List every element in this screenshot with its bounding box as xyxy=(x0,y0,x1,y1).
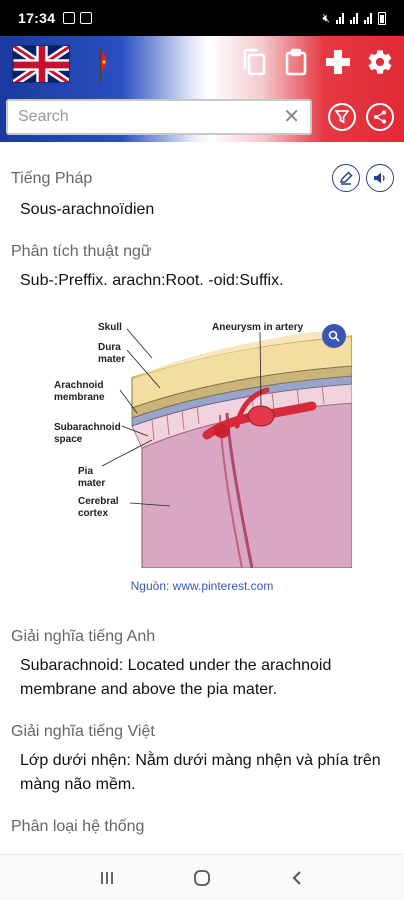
status-time: 17:34 xyxy=(18,10,56,26)
vietnamese-def-text: Lớp dưới nhện: Nằm dưới màng nhện và phí… xyxy=(20,752,381,793)
french-label: Tiếng Pháp xyxy=(11,170,93,187)
recent-apps-icon[interactable] xyxy=(93,864,121,892)
french-term: Sous-arachnoïdien xyxy=(20,201,155,218)
label-pia: Pia mater xyxy=(78,466,106,489)
cell-signal-2-icon xyxy=(364,12,372,24)
notification-icons xyxy=(63,12,93,24)
label-subarachnoid: Subarachnoid space xyxy=(54,422,121,445)
app-header: ✕ xyxy=(0,36,404,142)
english-def-text: Subarachnoid: Located under the arachnoi… xyxy=(20,657,332,698)
clear-icon[interactable]: ✕ xyxy=(283,106,300,128)
speaker-icon[interactable] xyxy=(366,164,394,192)
gamepad-icon[interactable] xyxy=(324,48,352,76)
system-nav-bar xyxy=(0,854,404,900)
system-icons: 🔇︎ xyxy=(322,11,386,26)
back-icon[interactable] xyxy=(283,864,311,892)
label-skull: Skull xyxy=(98,322,122,333)
copy-icon[interactable] xyxy=(240,48,268,76)
classification-label: Phân loại hệ thống xyxy=(11,818,145,835)
label-dura: Dura mater xyxy=(98,342,126,365)
status-bar: 17:34 🔇︎ xyxy=(0,0,404,36)
battery-icon xyxy=(378,11,386,25)
english-def-label: Giải nghĩa tiếng Anh xyxy=(11,628,156,645)
home-icon[interactable] xyxy=(188,864,216,892)
vietnamese-def-label: Giải nghĩa tiếng Việt xyxy=(11,723,155,740)
label-arachnoid: Arachnoid membrane xyxy=(54,380,105,403)
app-notification-icon xyxy=(80,12,93,24)
search-input[interactable] xyxy=(18,108,284,126)
uk-flag-icon[interactable] xyxy=(12,45,70,83)
share-icon[interactable] xyxy=(366,103,394,131)
entry-content: Tiếng Pháp Sous-arachnoïdien Phân tích t… xyxy=(0,142,404,854)
anatomy-illustration: Skull Dura mater Arachnoid membrane Suba… xyxy=(52,318,353,569)
cell-signal-icon xyxy=(350,12,358,24)
term-analysis-text: Sub-:Preffix. arachn:Root. -oid:Suffix. xyxy=(20,272,284,289)
label-aneurysm: Aneurysm in artery xyxy=(212,322,304,333)
image-source-caption[interactable]: Nguồn: www.pinterest.com xyxy=(130,579,274,593)
search-bar: ✕ xyxy=(6,99,312,135)
mute-icon: 🔇︎ xyxy=(322,10,330,25)
gear-icon[interactable] xyxy=(366,48,394,76)
header-actions xyxy=(240,48,394,76)
label-cortex: Cerebral cortex xyxy=(78,496,119,519)
vietnam-flag-icon[interactable] xyxy=(94,46,108,84)
image-notification-icon xyxy=(63,12,76,24)
filter-icon[interactable] xyxy=(328,103,356,131)
wifi-signal-icon xyxy=(336,12,344,24)
edit-icon[interactable] xyxy=(332,164,360,192)
zoom-icon[interactable] xyxy=(322,324,346,348)
clipboard-icon[interactable] xyxy=(282,48,310,76)
term-analysis-label: Phân tích thuật ngữ xyxy=(11,243,152,260)
